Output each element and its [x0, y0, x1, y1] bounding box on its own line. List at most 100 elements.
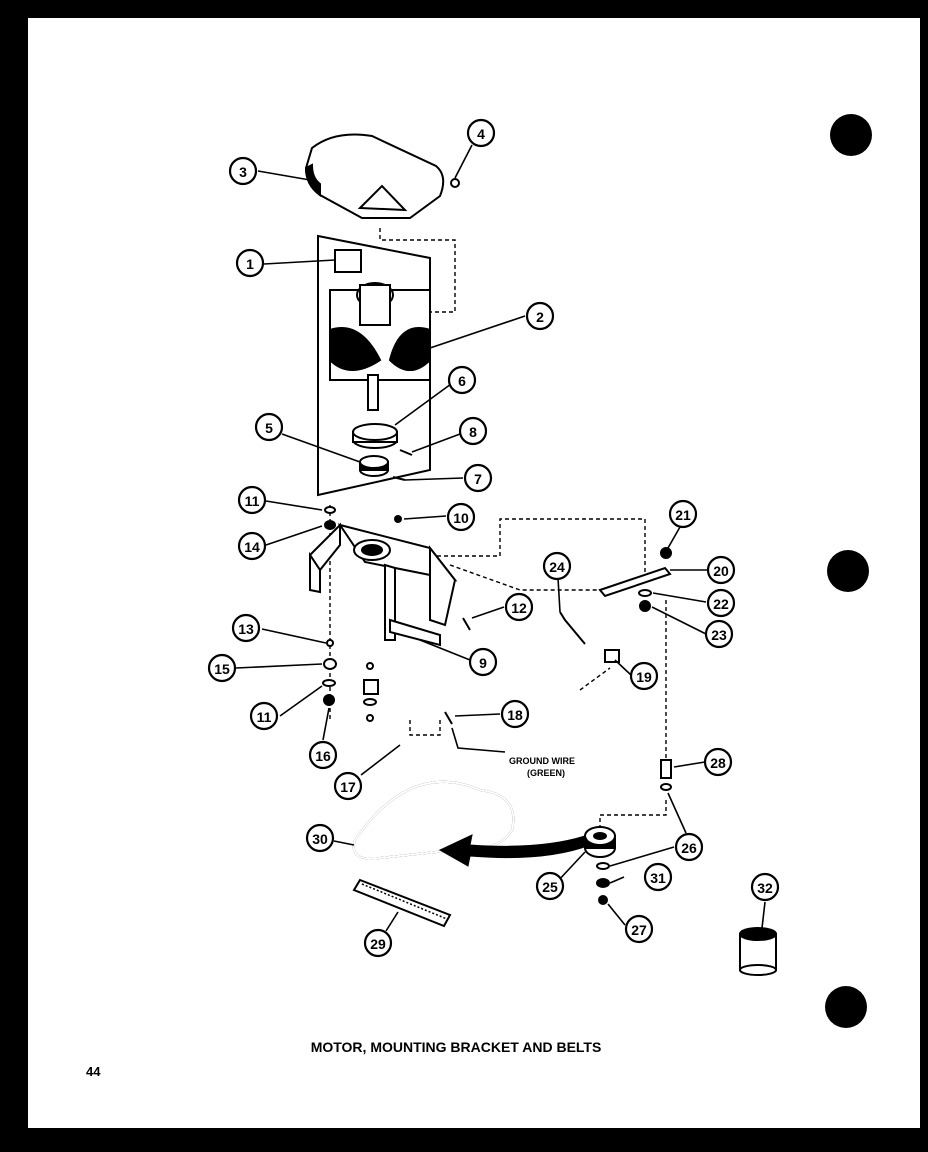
callout-label: 17	[340, 779, 356, 795]
callout-label: 25	[542, 879, 558, 895]
ground-wire-color-label: (GREEN)	[527, 768, 565, 778]
callout-label: 27	[631, 922, 647, 938]
bracket-screw-12	[462, 617, 471, 631]
callout-label: 10	[453, 510, 469, 526]
callout-label: 29	[370, 936, 386, 952]
motor	[329, 249, 431, 411]
set-screw-8	[399, 449, 413, 456]
idler-stud-28	[660, 759, 672, 779]
callout-label: 4	[477, 126, 485, 142]
callout-label: 19	[636, 669, 652, 685]
ground-screw-18	[444, 711, 453, 725]
callout-27: 27	[624, 914, 654, 944]
callout-label: 13	[238, 621, 254, 637]
callout-label: 28	[710, 755, 726, 771]
callout-9: 9	[468, 647, 498, 677]
callout-24: 24	[542, 551, 572, 581]
callout-22: 22	[706, 588, 736, 618]
idler-nut-21	[660, 547, 672, 559]
callout-5: 5	[254, 412, 284, 442]
callout-18: 18	[500, 699, 530, 729]
callout-31: 31	[643, 862, 673, 892]
drive-pulley	[352, 423, 398, 449]
callout-label: 14	[244, 539, 260, 555]
callout-label: 23	[711, 627, 727, 643]
callout-label: 18	[507, 707, 523, 723]
binder-hole-middle	[827, 550, 869, 592]
callout-25: 25	[535, 871, 565, 901]
timing-belt	[352, 878, 452, 928]
callout-30: 30	[305, 823, 335, 853]
callout-28: 28	[703, 747, 733, 777]
callout-4: 4	[466, 118, 496, 148]
direction-arrow	[438, 834, 591, 867]
callout-label: 16	[315, 748, 331, 764]
callout-label: 30	[312, 831, 328, 847]
callout-32: 32	[750, 872, 780, 902]
callout-label: 7	[474, 471, 482, 487]
capacitor	[739, 927, 777, 976]
motor-outline-box	[317, 234, 431, 497]
callout-2: 2	[525, 301, 555, 331]
idler-nut-23	[639, 600, 651, 612]
binder-hole-top	[830, 114, 872, 156]
callout-3: 3	[228, 156, 258, 186]
callout-label: 8	[469, 424, 477, 440]
callout-label: 22	[713, 596, 729, 612]
callout-13: 13	[231, 613, 261, 643]
idler-spring	[559, 611, 586, 645]
callout-10: 10	[446, 502, 476, 532]
callout-11: 11	[237, 485, 267, 515]
callout-6: 6	[447, 365, 477, 395]
hardware-stack-left	[322, 506, 337, 706]
spring-bracket-19	[604, 649, 620, 663]
callout-26: 26	[674, 832, 704, 862]
callout-14: 14	[237, 531, 267, 561]
idler-pulley	[584, 826, 616, 858]
callout-label: 6	[458, 373, 466, 389]
page-number: 44	[86, 1064, 101, 1079]
callout-17: 17	[333, 771, 363, 801]
callout-label: 21	[675, 507, 691, 523]
callout-11: 11	[249, 701, 279, 731]
callout-label: 3	[239, 164, 247, 180]
idler-washer-22	[638, 589, 652, 597]
bracket-nut-10	[394, 515, 402, 523]
idler-nut-27	[598, 895, 608, 905]
callout-15: 15	[207, 653, 237, 683]
callout-29: 29	[363, 928, 393, 958]
hardware-stack-center	[363, 662, 379, 722]
callout-label: 15	[214, 661, 230, 677]
diagram-title: MOTOR, MOUNTING BRACKET AND BELTS	[311, 1039, 602, 1055]
callout-label: 11	[257, 709, 272, 725]
cover-screw	[450, 178, 460, 188]
callout-label: 26	[681, 840, 697, 856]
idler-washer-26-top	[660, 783, 672, 791]
callout-20: 20	[706, 555, 736, 585]
set-screw-7	[392, 476, 406, 481]
motor-cover	[304, 133, 445, 219]
callout-label: 11	[245, 493, 260, 509]
small-pulley	[359, 455, 389, 477]
callout-label: 32	[757, 880, 773, 896]
mounting-bracket	[308, 522, 458, 647]
callout-label: 20	[713, 563, 729, 579]
callout-label: 2	[536, 309, 544, 325]
binder-hole-bottom	[825, 986, 867, 1028]
ground-wire-label: GROUND WIRE	[509, 756, 575, 766]
callout-label: 12	[511, 600, 527, 616]
callout-23: 23	[704, 619, 734, 649]
callout-19: 19	[629, 661, 659, 691]
part-callouts: 1234568711101491213151116171821202223241…	[207, 118, 780, 958]
callout-label: 24	[549, 559, 565, 575]
callout-12: 12	[504, 592, 534, 622]
idler-washer-26	[596, 862, 610, 870]
callout-16: 16	[308, 740, 338, 770]
idler-washer-31	[596, 878, 610, 888]
callout-21: 21	[668, 499, 698, 529]
callout-label: 31	[650, 870, 666, 886]
leader-lines	[235, 144, 766, 932]
drive-belt	[352, 780, 515, 860]
callout-1: 1	[235, 248, 265, 278]
